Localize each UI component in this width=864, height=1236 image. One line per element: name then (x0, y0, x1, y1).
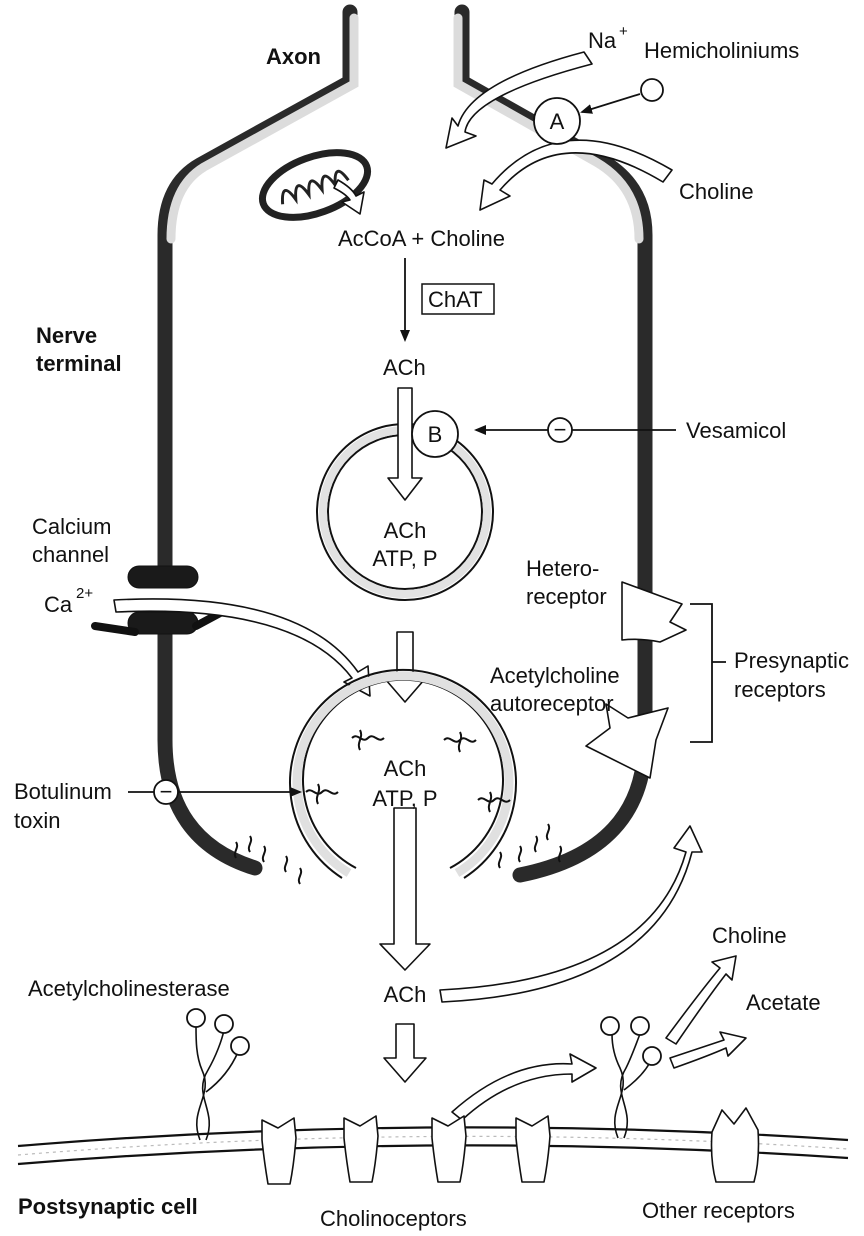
acetate-label: Acetate (746, 990, 821, 1015)
toxin-label: toxin (14, 808, 60, 833)
acetylcholinesterase-label: Acetylcholinesterase (28, 976, 230, 1001)
other-receptors-label: Other receptors (642, 1198, 795, 1223)
presynaptic-bracket (690, 604, 726, 742)
acetylcholinesterase-enzyme-2 (601, 1017, 661, 1138)
choline-product-label: Choline (712, 923, 787, 948)
presynaptic-label: Presynaptic (734, 648, 849, 673)
choline-top-label: Choline (679, 179, 754, 204)
hemicholiniums-inhibitor-circle (641, 79, 663, 101)
ach-release-arrow (380, 808, 430, 970)
terminal-label: terminal (36, 351, 122, 376)
svg-text:B: B (428, 422, 443, 447)
na-label: Na (588, 28, 617, 53)
autoreceptor-label-2: autoreceptor (490, 691, 614, 716)
axon-label: Axon (266, 44, 321, 69)
ca-label: Ca (44, 592, 73, 617)
choline-product-arrow (666, 956, 736, 1044)
receptors-label: receptors (734, 677, 826, 702)
ach-to-esterase-arrow (452, 1054, 596, 1120)
ca-superscript: 2+ (76, 585, 93, 602)
vesicle-movement-arrow (386, 632, 424, 702)
ach-cleft-label: ACh (384, 982, 427, 1007)
chat-label: ChAT (428, 287, 483, 312)
docked-vesicle-ach-label: ACh (384, 756, 427, 781)
hemicholiniums-label: Hemicholiniums (644, 38, 799, 63)
hemicholiniums-arrow (582, 94, 640, 112)
hetero-label: Hetero- (526, 556, 599, 581)
na-superscript: + (619, 23, 628, 40)
ach-cytoplasm-label: ACh (383, 355, 426, 380)
botulinum-minus: − (160, 779, 173, 804)
acetylcholinesterase-enzyme (187, 1009, 249, 1140)
vesicle-ach-label: ACh (384, 518, 427, 543)
acoa-choline-label: AcCoA + Choline (338, 226, 505, 251)
svg-text:A: A (550, 109, 565, 134)
mitochondrion (254, 140, 377, 230)
autoreceptor-label-1: Acetylcholine (490, 663, 620, 688)
vesamicol-label: Vesamicol (686, 418, 786, 443)
heteroreceptor (622, 582, 686, 642)
vesamicol-minus: − (554, 417, 567, 442)
docked-vesicle-atp-label: ATP, P (372, 786, 437, 811)
ach-to-receptor-arrow (384, 1024, 426, 1082)
calcium-label: Calcium (32, 514, 111, 539)
cholinoceptors (262, 1116, 550, 1184)
vesicle-atp-label: ATP, P (372, 546, 437, 571)
postsynaptic-label: Postsynaptic cell (18, 1194, 198, 1219)
vat-transporter-b: B (412, 411, 458, 457)
nerve-label: Nerve (36, 323, 97, 348)
channel-label: channel (32, 542, 109, 567)
transporter-a: A (534, 98, 580, 144)
cholinoceptors-label: Cholinoceptors (320, 1206, 467, 1231)
receptor-label: receptor (526, 584, 607, 609)
other-receptor (712, 1108, 759, 1182)
botulinum-label: Botulinum (14, 779, 112, 804)
